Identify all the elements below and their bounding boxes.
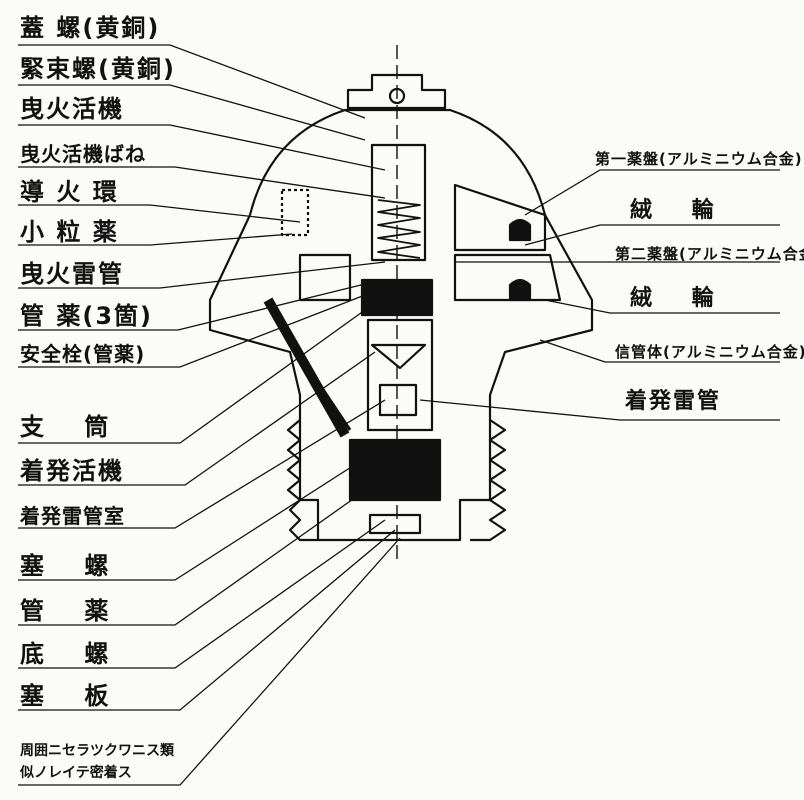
label-small-grain-powder: 小 粒 薬	[20, 218, 119, 246]
label-support-tube: 支 筒	[20, 413, 125, 441]
cap-screw-head	[388, 87, 406, 105]
thread-right	[470, 419, 507, 542]
leader-left-10	[18, 309, 366, 444]
time-plunger	[370, 143, 427, 262]
powder-disc-2	[453, 253, 562, 302]
leader-left-note	[18, 537, 401, 786]
label-magazine: 管 薬(3箇)	[20, 302, 153, 330]
safety-pin-housing	[360, 278, 434, 317]
leader-left-14	[18, 479, 381, 626]
label-powder-disc-2: 第二薬盤(アルミニウム合金)	[615, 245, 804, 263]
label-fuze-ring: 導 火 環	[20, 178, 119, 206]
leader-left-6	[18, 233, 293, 246]
label-cap-screw: 蓋 螺(黄銅)	[20, 14, 161, 42]
fuze-cap	[346, 73, 447, 110]
leader-left-8	[18, 283, 366, 331]
percussion-detonator	[378, 383, 418, 417]
thread-left	[286, 419, 318, 542]
label-felt-ring-2: 絨 輪	[630, 286, 730, 311]
leader-right-4	[544, 299, 780, 314]
time-ring-1	[298, 253, 352, 302]
label-detonator-chamber: 着発雷管室	[20, 504, 125, 528]
fuze-body-outline	[208, 214, 594, 542]
percussion-plunger	[370, 343, 427, 370]
label-magazine-lower: 管 薬	[20, 597, 125, 625]
leader-left-1	[18, 44, 366, 119]
label-percussion-detonator: 着発雷管	[625, 389, 722, 414]
leader-left-11	[18, 351, 376, 486]
label-powder-disc-1: 第一薬盤(アルミニウム合金)	[595, 150, 803, 168]
label-percussion-plunger: 着発活機	[20, 457, 124, 485]
leader-left-12	[18, 399, 386, 529]
felt-ring-1	[508, 218, 532, 242]
label-closing-screw: 塞 螺	[20, 552, 125, 580]
felt-ring-2	[508, 278, 532, 302]
time-plunger-spring	[377, 199, 421, 259]
note-line-1: 周囲ニセラツクワニス類	[20, 743, 174, 759]
leader-left-5	[18, 204, 301, 223]
base-plug	[368, 513, 422, 535]
label-closing-plate: 塞 板	[20, 682, 125, 710]
magazine-column	[263, 297, 350, 438]
small-grain-powder	[280, 188, 310, 237]
leader-left-7	[18, 261, 386, 289]
label-felt-ring-1: 絨 輪	[630, 198, 730, 223]
powder-disc-1	[453, 183, 547, 252]
leader-right-2	[524, 224, 780, 246]
leader-left-9	[18, 294, 366, 368]
label-clamping-screw: 緊束螺(黄銅)	[20, 55, 176, 83]
leader-left-4	[18, 166, 386, 199]
leader-right-6	[419, 399, 780, 421]
leader-left-2	[18, 84, 366, 141]
note-line-2: 似ノレイテ密着ス	[20, 765, 132, 781]
label-fuze-body: 信管体(アルミニウム合金)	[615, 343, 804, 361]
leader-right-5	[539, 339, 780, 363]
label-time-plunger-spring: 曳火活機ばね	[20, 142, 146, 166]
label-safety-pin: 安全栓(管薬)	[20, 342, 146, 366]
leader-left-3	[18, 124, 386, 171]
leader-left-16	[18, 529, 396, 711]
label-base-screw: 底 螺	[20, 640, 125, 668]
leader-left-15	[18, 519, 386, 669]
detonator-lead	[298, 354, 352, 431]
fuze-dome	[248, 108, 547, 216]
label-time-plunger: 曳火活機	[20, 95, 124, 123]
label-time-detonator: 曳火雷管	[20, 260, 124, 288]
leader-right-1	[524, 169, 780, 216]
support-tube	[366, 318, 434, 432]
leader-left-13	[18, 454, 371, 581]
